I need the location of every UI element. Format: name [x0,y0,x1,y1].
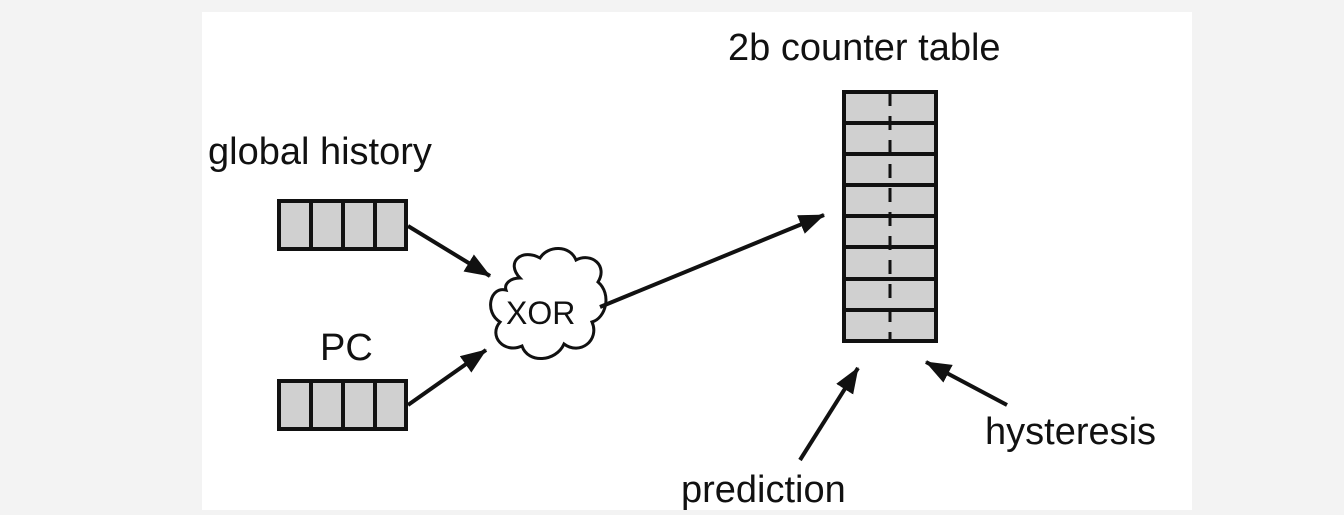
hysteresis-label: hysteresis [985,411,1157,453]
arrow-pc-to-xor [406,348,488,407]
xor-label: XOR [506,295,576,331]
arrow-xor-to-table [599,213,825,309]
pc-register [277,379,408,431]
arrow-history-to-xor [406,224,492,278]
global-history-label: global history [208,131,432,173]
global-history-register [277,199,408,251]
table-title: 2b counter table [728,27,1001,69]
xor-cloud [489,247,608,360]
counter-table [842,90,938,343]
pc-label: PC [320,327,373,369]
prediction-label: prediction [681,469,846,511]
arrow-hysteresis [925,360,1008,407]
arrow-prediction [798,366,860,462]
